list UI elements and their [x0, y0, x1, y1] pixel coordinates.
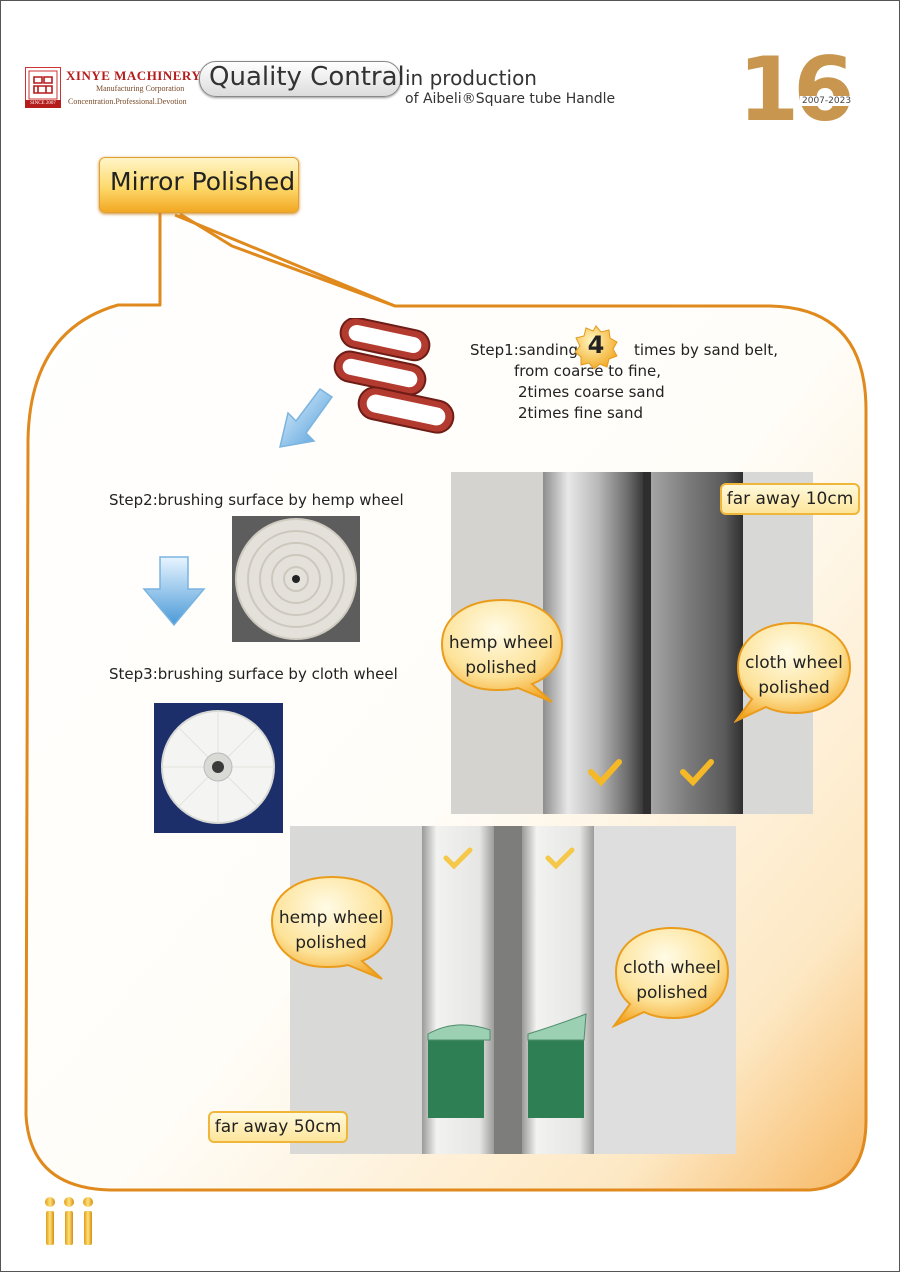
- company-motto: Concentration.Professional.Devotion: [68, 97, 187, 106]
- bubble-cloth-bottom: cloth wheel polished: [618, 956, 726, 1006]
- section-tag: [99, 157, 299, 213]
- speech-bubble-left-2: [270, 875, 394, 980]
- company-subtitle: Manufacturing Corporation: [96, 84, 185, 93]
- step1-line3: 2times coarse sand: [518, 383, 665, 401]
- hemp-wheel-image: [232, 516, 360, 642]
- title-line-2: of Aibeli®Square tube Handle: [405, 91, 616, 107]
- distance-label-10cm: far away 10cm: [720, 483, 860, 515]
- step2-text: Step2:brushing surface by hemp wheel: [109, 491, 404, 509]
- step1-suffix: times by sand belt,: [633, 341, 778, 359]
- years-range: 2007-2023: [800, 96, 854, 106]
- bubble-cloth-bottom-line2: polished: [636, 983, 708, 1003]
- sand-belt-illustration: [333, 318, 455, 434]
- since-badge: SINCE 2007: [25, 100, 61, 108]
- speech-bubble-right: [734, 621, 852, 724]
- step1-line4: 2times fine sand: [518, 404, 644, 422]
- arrow-down-icon: [142, 556, 206, 627]
- company-name: XINYE MACHINERY: [66, 68, 202, 83]
- bubble-cloth-top-line1: cloth wheel: [745, 653, 843, 673]
- arrow-down-left-icon: [279, 387, 334, 448]
- bubble-hemp-bottom: hemp wheel polished: [277, 906, 385, 956]
- step1-prefix: Step1:sanding: [470, 341, 578, 359]
- page-number: 16: [738, 38, 854, 141]
- distance-label-50cm: far away 50cm: [208, 1111, 348, 1143]
- bubble-cloth-top-line2: polished: [758, 678, 830, 698]
- bubble-hemp-bottom-line1: hemp wheel: [278, 908, 384, 928]
- handle-bars-icon: [45, 1197, 93, 1245]
- bubble-hemp-bottom-line2: polished: [295, 933, 367, 953]
- title-line-1: in production: [405, 66, 537, 90]
- step1-text: Step1:sanding times by sand belt, from co…: [470, 340, 778, 424]
- bubble-hemp-top-line2: polished: [465, 658, 537, 678]
- page-title: Quality Contral: [209, 62, 405, 92]
- bubble-hemp-top: hemp wheel polished: [447, 631, 555, 681]
- bubble-cloth-bottom-line1: cloth wheel: [623, 958, 721, 978]
- step1-line2: from coarse to fine,: [514, 362, 662, 380]
- title-pill: [199, 61, 401, 97]
- cloth-wheel-image: [154, 703, 283, 833]
- section-tag-label: Mirror Polished: [110, 167, 296, 196]
- bubble-hemp-top-line1: hemp wheel: [448, 633, 554, 653]
- count-badge-number: 4: [587, 331, 605, 359]
- count-badge-icon: [574, 325, 618, 369]
- speech-bubble-right-2: [612, 926, 730, 1029]
- step3-text: Step3:brushing surface by cloth wheel: [109, 665, 398, 683]
- speech-bubble-left: [440, 598, 564, 703]
- bubble-cloth-top: cloth wheel polished: [740, 651, 848, 701]
